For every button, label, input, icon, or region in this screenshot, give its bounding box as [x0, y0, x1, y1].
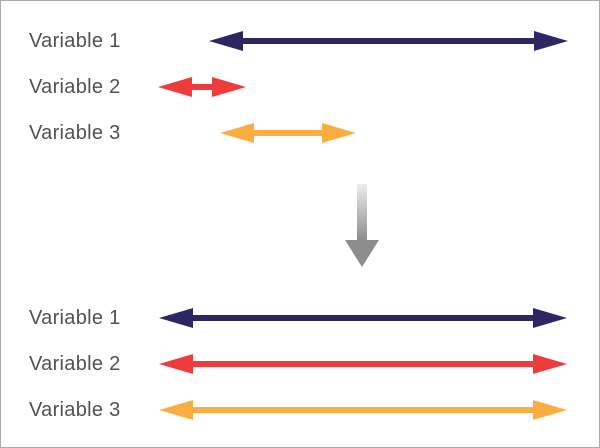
arrow-shaft — [189, 361, 537, 367]
arrowhead-right-icon — [533, 354, 567, 374]
range-double-arrow — [220, 123, 356, 143]
arrowhead-left-icon — [159, 354, 193, 374]
transform-arrow-head-icon — [345, 240, 379, 267]
variable-label: Variable 2 — [29, 76, 121, 98]
arrow-shaft — [188, 84, 216, 90]
arrowhead-right-icon — [533, 308, 567, 328]
arrowhead-left-icon — [209, 31, 243, 51]
arrowhead-left-icon — [159, 400, 193, 420]
arrow-shaft — [250, 130, 326, 136]
variable-label: Variable 3 — [29, 399, 121, 421]
arrowhead-right-icon — [533, 400, 567, 420]
arrow-shaft — [189, 407, 537, 413]
variable-label: Variable 3 — [29, 122, 121, 144]
transform-arrow-shaft — [357, 184, 367, 240]
arrowhead-right-icon — [534, 31, 568, 51]
arrowhead-right-icon — [322, 123, 356, 143]
range-double-arrow — [159, 308, 567, 328]
arrow-shaft — [239, 38, 538, 44]
arrow-shaft — [189, 315, 537, 321]
arrowhead-right-icon — [212, 77, 246, 97]
range-double-arrow — [159, 400, 567, 420]
variable-label: Variable 1 — [29, 30, 121, 52]
range-double-arrow — [158, 77, 246, 97]
arrowhead-left-icon — [158, 77, 192, 97]
arrowhead-left-icon — [220, 123, 254, 143]
variable-label: Variable 2 — [29, 353, 121, 375]
range-double-arrow — [209, 31, 568, 51]
range-double-arrow — [159, 354, 567, 374]
variable-label: Variable 1 — [29, 307, 121, 329]
arrowhead-left-icon — [159, 308, 193, 328]
